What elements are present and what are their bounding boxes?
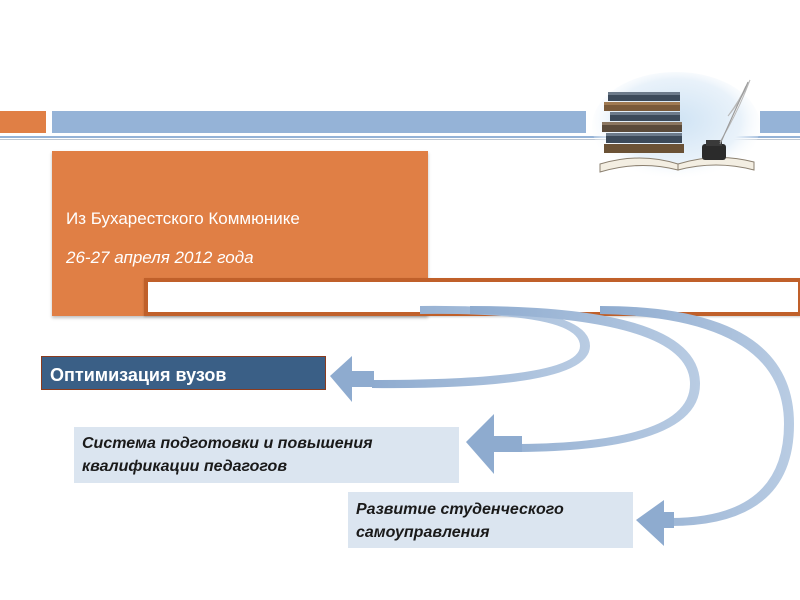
arrow-to-optimization <box>330 305 590 402</box>
header-divider-line-grey <box>0 139 800 140</box>
arrow-to-teacher-training <box>466 306 700 474</box>
header-accent-bar-orange <box>0 111 46 133</box>
arrow-to-student-government <box>600 306 794 546</box>
title-card-heading: Из Бухарестского Коммюнике <box>66 209 300 228</box>
teacher-training-line2: квалификации педагогов <box>82 458 287 475</box>
teacher-training-box: Система подготовки и повышения квалифика… <box>74 427 459 483</box>
title-card-date: 26-27 апреля 2012 года <box>66 248 254 267</box>
optimization-box: Оптимизация вузов <box>41 356 326 390</box>
teacher-training-line1: Система подготовки и повышения <box>82 435 373 452</box>
header-accent-bar-blue-right <box>760 111 800 133</box>
header-divider-line <box>0 136 800 138</box>
books-with-quill-icon <box>592 72 760 180</box>
student-government-line1: Развитие студенческого <box>356 501 564 518</box>
student-government-box: Развитие студенческого самоуправления <box>348 492 633 548</box>
header-accent-bar-blue <box>52 111 586 133</box>
student-government-line2: самоуправления <box>356 524 490 541</box>
